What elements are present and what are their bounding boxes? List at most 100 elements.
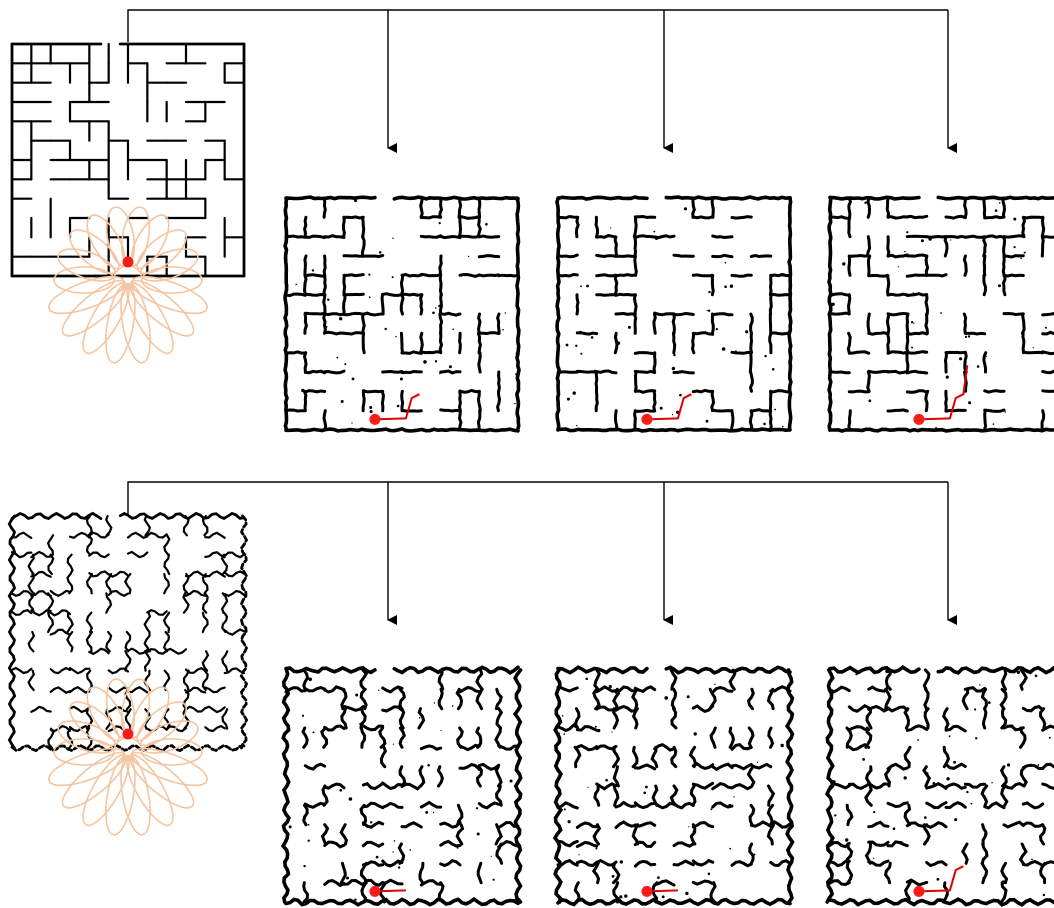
row-wavy-source-wall (48, 593, 53, 612)
row-wavy-source-wall (184, 671, 189, 690)
row-straight-output-2-border-wall (789, 198, 791, 430)
row-straight-output-1-noise-speck (344, 363, 346, 365)
row-straight-output-3-border-wall (938, 197, 1054, 199)
row-straight-output-1-wall (479, 333, 498, 334)
row-wavy-source-wall (186, 572, 205, 577)
row-wavy-output-3-noise-speck (1002, 880, 1006, 884)
row-straight-output-2-noise-speck (567, 398, 570, 401)
row-straight-output-2-wall (616, 294, 635, 295)
row-straight-output-3-wall (985, 410, 1004, 411)
row-straight-output-3-wall (1042, 411, 1044, 430)
row-wavy-output-3-noise-speck (925, 772, 928, 775)
row-wavy-output-1-wall (496, 689, 501, 708)
row-wavy-output-2-wall (768, 825, 773, 844)
row-wavy-source-wall (87, 613, 92, 632)
row-wavy-output-2-noise-speck (564, 808, 566, 810)
row-straight-output-1-wall (305, 275, 324, 277)
row-wavy-source-wall (68, 613, 73, 632)
row-straight-output-1-agent-marker (369, 414, 380, 425)
row-straight-output-1-wall (460, 217, 479, 219)
row-straight-output-2-wall (693, 390, 712, 392)
row-straight-output-1-noise-speck (485, 223, 488, 226)
row-straight-output-3-wall (849, 217, 850, 236)
row-straight-output-3-noise-speck (830, 256, 832, 258)
row-wavy-source-wall (51, 591, 70, 596)
row-straight-output-3-wall (946, 352, 965, 353)
row-wavy-output-3-wall (963, 844, 967, 863)
row-wavy-output-1-wall (341, 825, 346, 844)
row-straight-output-2-wall (597, 275, 616, 276)
row-straight-output-1-wall (402, 372, 421, 373)
row-wavy-output-3-noise-speck (873, 858, 874, 859)
row-wavy-output-2-wall (749, 728, 753, 747)
row-wavy-output-1-wall (421, 881, 440, 885)
row-straight-output-3-noise-speck (921, 239, 924, 242)
row-straight-output-2-wall (673, 333, 674, 352)
row-straight-output-2-wall (732, 275, 751, 276)
row-wavy-output-3-wall (905, 747, 910, 766)
row-straight-output-3-wall (1043, 236, 1054, 238)
row-straight-output-1-wall (362, 237, 364, 256)
row-straight-output-2-wall (732, 217, 751, 219)
row-wavy-output-3-noise-speck (933, 782, 936, 785)
row-wavy-output-1-wall (363, 822, 382, 827)
row-straight-output-1-wall (382, 391, 383, 410)
row-straight-output-2-wall (712, 275, 713, 294)
row-wavy-output-3-wall (983, 689, 987, 708)
row-straight-output-2-noise-speck (579, 331, 582, 334)
row-straight-output-2-wall (616, 314, 635, 315)
row-straight-output-1-wall (286, 410, 305, 411)
row-straight-output-1-wall (441, 236, 460, 237)
row-wavy-output-1-wall (383, 783, 402, 789)
row-wavy-output-1-wall (344, 881, 363, 886)
row-wavy-output-1-wall (479, 803, 498, 808)
row-straight-output-1-wall (363, 391, 382, 392)
row-wavy-source-wall (223, 709, 228, 728)
row-wavy-output-3-noise-speck (917, 739, 919, 741)
row-wavy-output-3-noise-speck (893, 827, 896, 830)
row-straight-output-3-noise-speck (904, 251, 905, 252)
row-straight-output-1-wall (402, 294, 421, 295)
row-straight-output-3-wall (849, 295, 850, 314)
row-straight-source-maze (12, 44, 244, 365)
row-wavy-output-2-wall (635, 803, 654, 808)
row-straight-output-3-wall (907, 371, 926, 373)
row-wavy-output-2-wall (635, 765, 654, 769)
row-wavy-output-1-noise-speck (355, 694, 358, 697)
row-straight-output-1-border-wall (394, 197, 518, 199)
row-straight-output-1-wall (344, 313, 363, 314)
row-wavy-output-3-wall (847, 863, 851, 882)
row-straight-output-1-wall (343, 217, 344, 236)
row-wavy-output-1-noise-speck (441, 730, 442, 731)
row-wavy-output-3-wall (1002, 709, 1006, 728)
row-straight-output-3-wall (907, 353, 908, 372)
row-straight-output-1-wall (460, 275, 479, 277)
row-wavy-output-2-border-wall (558, 899, 790, 904)
row-wavy-output-3-wall (1043, 764, 1054, 769)
row-wavy-output-1-wall (380, 728, 385, 747)
row-straight-output-2-noise-speck (708, 291, 710, 293)
row-wavy-output-3-wall (982, 863, 987, 882)
row-wavy-output-1-wall (402, 784, 421, 789)
row-wavy-output-2-wall (691, 786, 695, 805)
row-straight-output-1-wall (363, 313, 382, 315)
row-wavy-output-2-wall (693, 783, 712, 788)
row-straight-output-3-noise-speck (945, 395, 947, 397)
row-wavy-output-2-noise-speck (615, 708, 618, 711)
row-straight-output-3-noise-speck (968, 335, 970, 337)
row-straight-output-1-noise-speck (439, 222, 441, 224)
row-wavy-output-1-wall (400, 767, 405, 786)
row-straight-output-2-wall (713, 255, 732, 256)
row-straight-source-agent-marker (123, 257, 134, 268)
row-straight-output-1-wall (324, 275, 326, 294)
row-wavy-source-wall (87, 516, 92, 535)
row-straight-output-1-noise-speck (295, 284, 297, 286)
row-straight-output-1-wall (440, 275, 441, 294)
row-wavy-source-wall (128, 552, 147, 557)
row-wavy-connector-bus (128, 482, 948, 514)
row-straight-output-2-wall (712, 314, 713, 333)
row-wavy-output-1-noise-speck (313, 731, 315, 733)
row-straight-output-3-wall (927, 275, 946, 276)
row-straight-output-1-wall (460, 391, 461, 410)
row-straight-output-1-wall (402, 352, 421, 354)
